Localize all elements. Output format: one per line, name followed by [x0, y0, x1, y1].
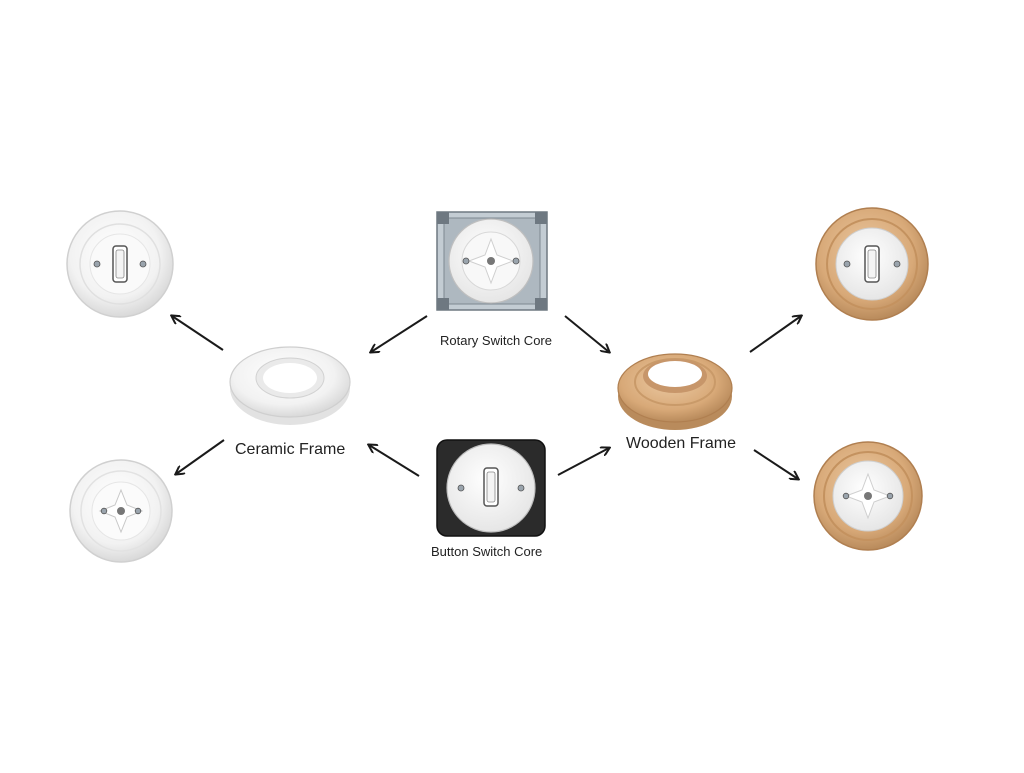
button-switch-core-label: Button Switch Core — [431, 544, 543, 559]
wooden-frame-label: Wooden Frame — [626, 435, 736, 452]
button-switch-core-icon — [436, 439, 546, 537]
rotary-switch-core-icon — [436, 211, 548, 311]
wooden-frame-icon — [617, 353, 733, 430]
arrow-icon — [753, 449, 798, 479]
arrow-icon — [176, 439, 225, 474]
arrow-icon — [564, 315, 609, 352]
ceramic-button-switch-icon — [66, 210, 174, 318]
arrow-icon — [172, 316, 224, 351]
rotary-switch-core-label: Rotary Switch Core — [440, 333, 552, 348]
arrow-icon — [369, 445, 420, 477]
arrow-icon — [749, 316, 801, 353]
wooden-button-switch-icon — [815, 207, 929, 321]
wooden-rotary-switch-icon — [813, 441, 923, 551]
ceramic-frame-label: Ceramic Frame — [235, 441, 346, 458]
arrow-icon — [557, 448, 609, 476]
ceramic-frame-icon — [229, 346, 351, 425]
ceramic-rotary-switch-icon — [69, 459, 173, 563]
arrow-icon — [371, 315, 428, 352]
